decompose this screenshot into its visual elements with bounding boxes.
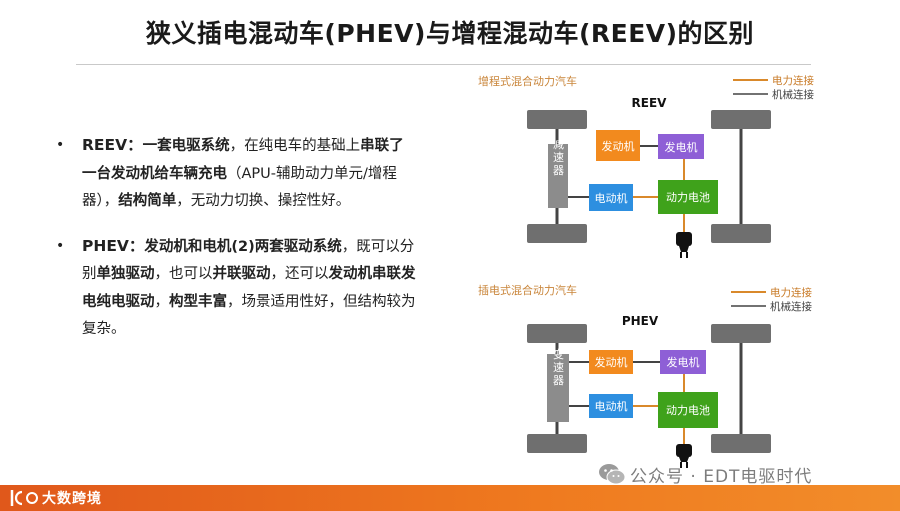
phev-name: PHEV	[622, 314, 659, 328]
phev-caption: 插电式混合动力汽车	[478, 283, 577, 297]
bullet-text: 发动机和电机(2)两套驱动系统	[144, 238, 342, 255]
reev-charging-plug-icon	[676, 232, 692, 258]
reev-gearbox	[548, 144, 568, 208]
phev-motor	[589, 394, 633, 418]
reev-engine-label: 发动机	[602, 139, 635, 153]
bullet-text: 结构简单	[118, 193, 177, 209]
phev-charging-plug-icon	[676, 444, 692, 468]
reev-generator	[658, 134, 704, 159]
brand-logo-icon	[10, 490, 38, 506]
bullet-head: REEV：	[82, 136, 143, 154]
phev-engine	[589, 350, 633, 374]
reev-wheel-rl	[527, 224, 587, 243]
phev-diagram: 插电式混合动力汽车 PHEV 电力连接 机械连接 变速器 发动机 发电机 电动机	[478, 283, 812, 468]
reev-legend: 电力连接 机械连接	[733, 74, 814, 101]
watermark-text: 公众号 · EDT电驱时代	[630, 466, 813, 487]
bullet-reev: • REEV：一套电驱系统，在纯电车的基础上串联了一台发动机给车辆充电（APU-…	[56, 132, 416, 216]
wechat-icon	[599, 464, 626, 485]
phev-wheel-rr	[711, 434, 771, 453]
phev-generator	[660, 350, 706, 374]
bullet-text: ，	[154, 293, 170, 310]
bullet-text: 并联驱动	[212, 266, 271, 282]
phev-gearbox	[547, 354, 569, 422]
reev-battery	[658, 180, 718, 214]
phev-wheel-fl	[527, 324, 587, 343]
footer-bar: 大数跨境	[0, 485, 900, 511]
bullet-text: ，也可以	[154, 266, 213, 282]
bullet-text: ，无动力切换、操控性好。	[176, 193, 351, 209]
reev-battery-label: 动力电池	[666, 191, 710, 204]
phev-generator-label: 发电机	[667, 355, 700, 369]
title-divider	[76, 64, 811, 65]
bullet-text: 构型丰富	[169, 293, 227, 310]
phev-battery-label: 动力电池	[666, 404, 710, 417]
reev-diagram: 增程式混合动力汽车 REEV 电力连接 机械连接 减速器 发动机 发电机	[478, 74, 814, 258]
watermark: 公众号 · EDT电驱时代	[598, 461, 812, 487]
bullet-head: PHEV：	[82, 236, 145, 255]
phev-engine-label: 发动机	[595, 355, 628, 369]
reev-gearbox-char: 减速器	[552, 138, 565, 177]
reev-name: REEV	[632, 96, 668, 110]
electric-legend-label: 电力连接	[772, 74, 814, 87]
bullet-phev: • PHEV：发动机和电机(2)两套驱动系统，既可以分别单独驱动，也可以并联驱动…	[56, 233, 416, 344]
phev-legend: 电力连接 机械连接	[731, 286, 812, 313]
bullet-dot: •	[56, 237, 65, 254]
phev-motor-label: 电动机	[595, 399, 628, 413]
bullet-text: 发动机串联发电纯电驱动	[82, 266, 416, 310]
bullet-text: ，在纯电车的基础上	[229, 138, 361, 154]
bullet-text: ，既可以分别	[82, 238, 415, 283]
phev-gearbox-char: 变速器	[552, 347, 565, 387]
mechanical-legend-label: 机械连接	[772, 88, 814, 101]
reev-motor	[589, 184, 633, 211]
phev-wheel-rl	[527, 434, 587, 453]
bullet-text: （APU-辅助动力单元/增程器），	[82, 165, 397, 210]
bullet-text: ，场景适用性好，但结构较为复杂。	[82, 293, 416, 338]
bullet-text: 单独驱动	[96, 266, 155, 282]
bullet-text: ，还可以	[270, 266, 329, 282]
bullet-text: 一套电驱系统	[142, 138, 230, 154]
phev-wheel-fr	[711, 324, 771, 343]
reev-wheel-rr	[711, 224, 771, 243]
bullet-dot: •	[56, 137, 65, 153]
bullet-text: 串联了一台发动机给车辆充电	[82, 138, 404, 182]
page-title: 狭义插电混动车(PHEV)与增程混动车(REEV)的区别	[145, 19, 755, 48]
reev-wheel-fr	[711, 110, 771, 129]
reev-motor-label: 电动机	[595, 191, 628, 205]
phev-battery	[658, 392, 718, 428]
mechanical-legend-label: 机械连接	[770, 300, 812, 313]
reev-wheel-fl	[527, 110, 587, 129]
electric-legend-label: 电力连接	[770, 286, 812, 299]
bullet-list: • REEV：一套电驱系统，在纯电车的基础上串联了一台发动机给车辆充电（APU-…	[56, 132, 416, 344]
reev-caption: 增程式混合动力汽车	[478, 74, 577, 88]
footer-brand: 大数跨境	[42, 491, 102, 507]
reev-engine	[596, 130, 640, 161]
reev-generator-label: 发电机	[665, 140, 698, 154]
